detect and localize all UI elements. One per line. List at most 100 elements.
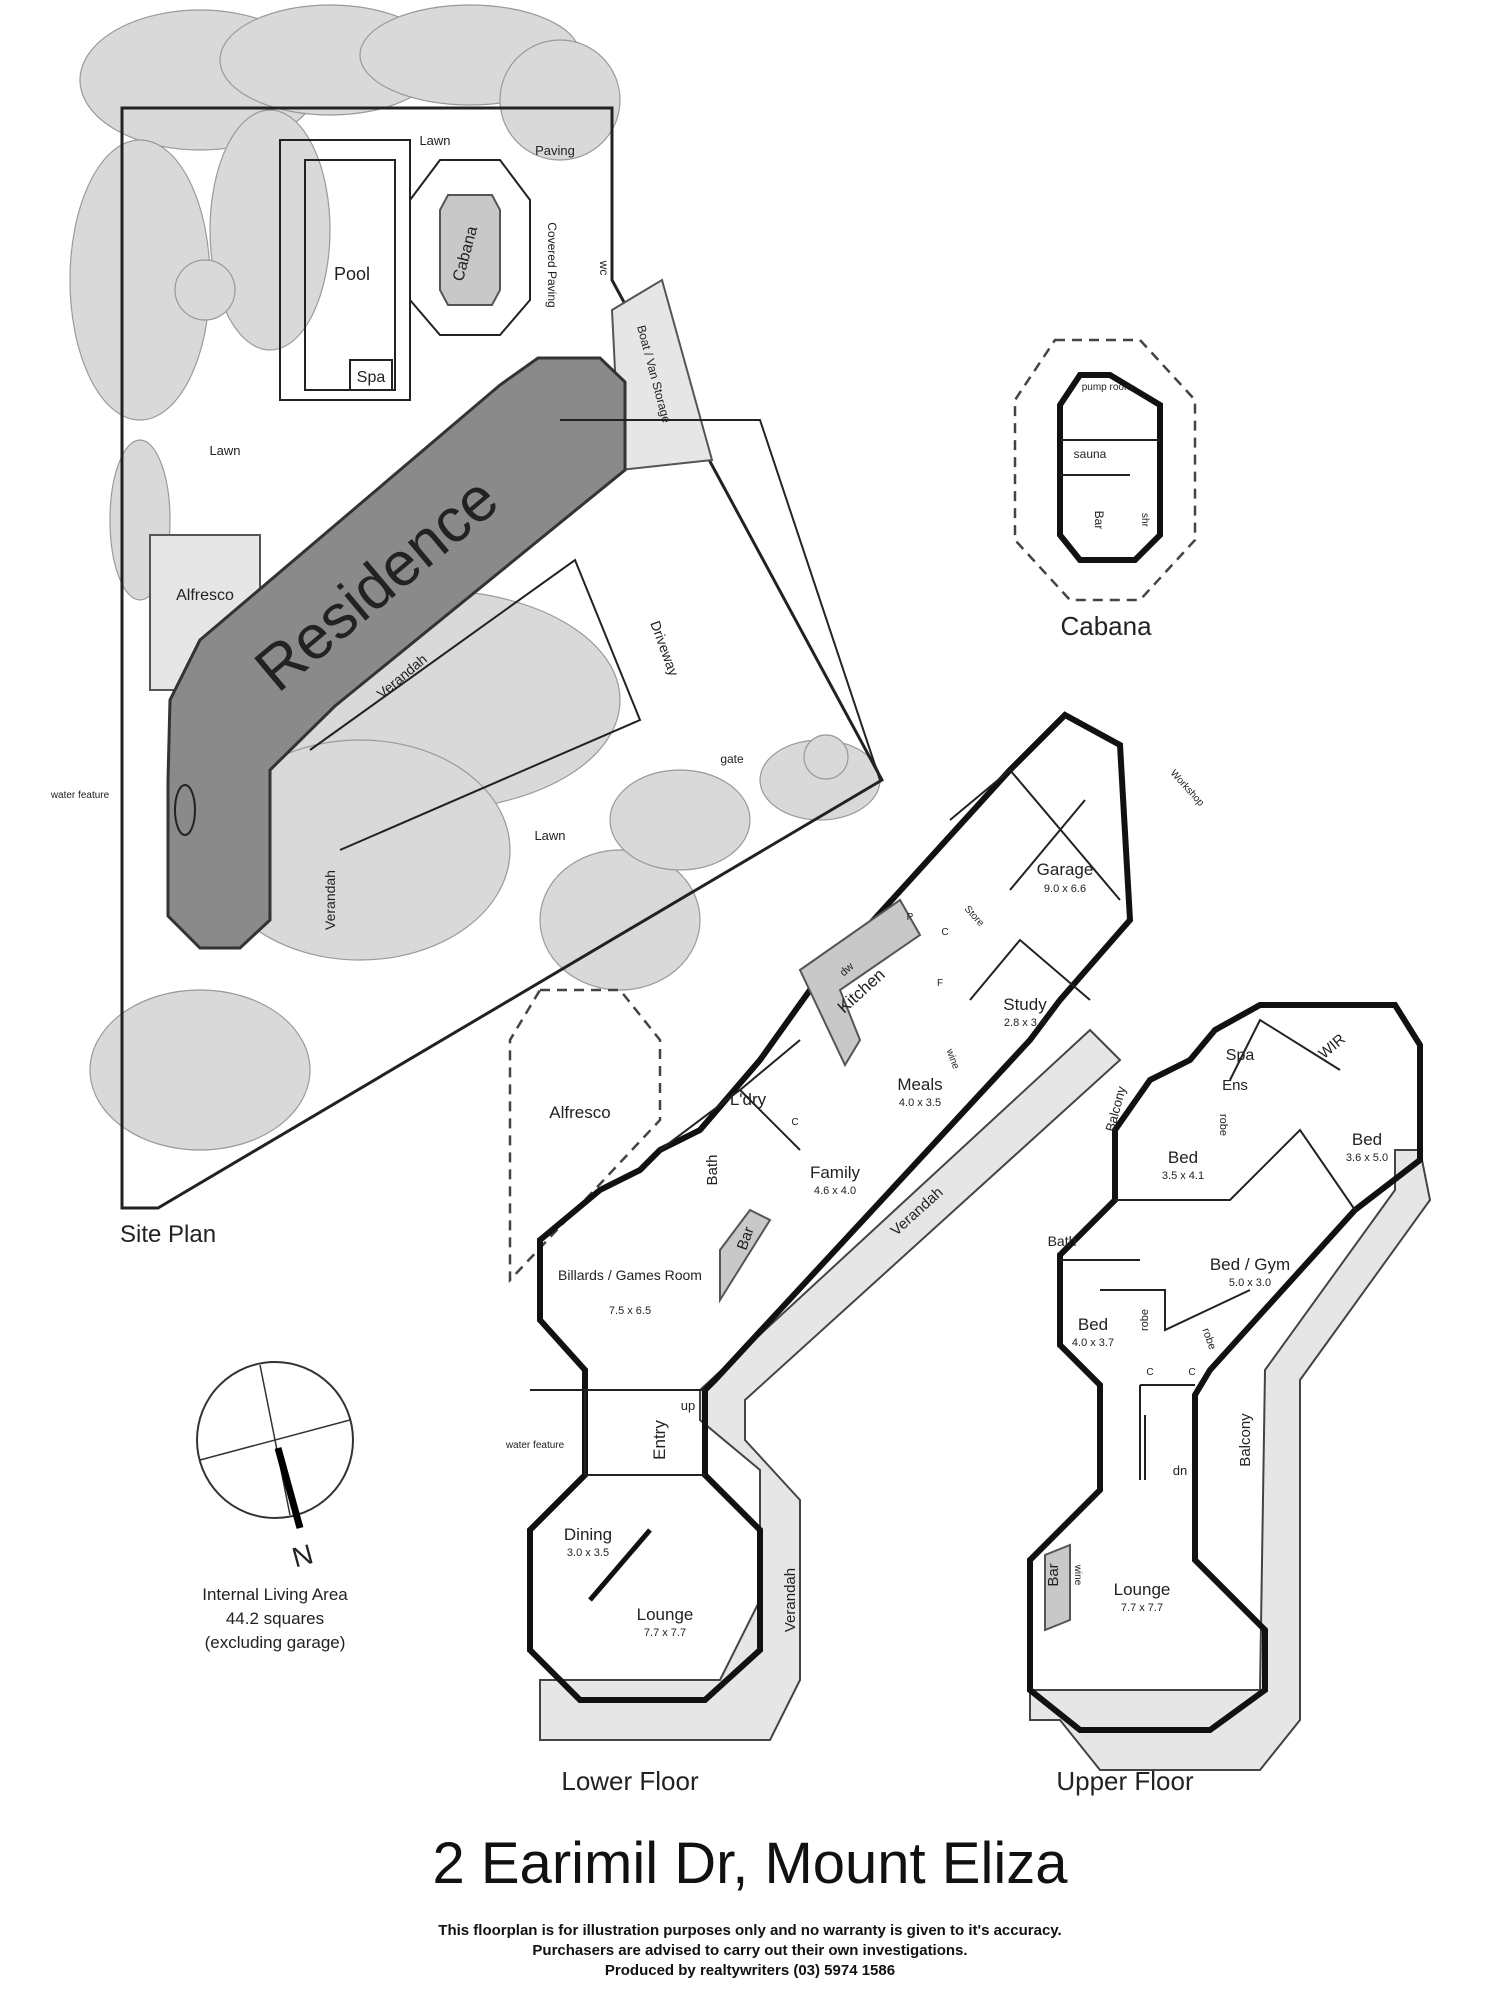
room-bedgym-dims: 5.0 x 3.0 [1229, 1277, 1271, 1289]
living-area-line3: (excluding garage) [205, 1633, 346, 1652]
room-balcony-name: Balcony [1102, 1084, 1129, 1133]
site-label-water-feature: water feature [50, 790, 110, 801]
label-dn: dn [1173, 1463, 1187, 1478]
room-meals-dims: 4.0 x 3.5 [899, 1097, 941, 1109]
room-family-name: Family [810, 1163, 861, 1182]
north-arrow-icon [274, 1447, 304, 1529]
lower-verandah-band [539, 1028, 1122, 1741]
upper-floor-plan: Spa Ens WIR Bed 3.6 x 5.0 Bed 3.5 x 4.1 … [1027, 1002, 1432, 1796]
cabana-site-outline [409, 159, 531, 336]
room-billiards-name: Billards / Games Room [558, 1267, 702, 1283]
room-bar-name: Bar [734, 1225, 758, 1253]
room-bed3-name: Bed [1078, 1315, 1108, 1334]
room-alfresco-name: Alfresco [549, 1103, 610, 1122]
site-plan-title: Site Plan [120, 1221, 216, 1248]
room-workshop-name: Workshop [1168, 768, 1206, 809]
site-label-driveway: Driveway [647, 619, 682, 679]
room-bed2-dims: 3.5 x 4.1 [1162, 1170, 1204, 1182]
room-lounge-dims: 7.7 x 7.7 [644, 1627, 686, 1639]
spa-shape [349, 359, 393, 391]
room-dining-name: Dining [564, 1525, 612, 1544]
label-water-feature-lower: water feature [505, 1440, 565, 1451]
room-bed2-name: Bed [1168, 1148, 1198, 1167]
room-spa-name: Spa [1226, 1047, 1255, 1064]
cabana-walls [1057, 372, 1163, 563]
room-bar-upper-name: Bar [1045, 1563, 1062, 1586]
site-label-gate: gate [720, 752, 744, 766]
label-cupboard-upper-1: C [1146, 1367, 1153, 1378]
room-bed1-dims: 3.6 x 5.0 [1346, 1152, 1388, 1164]
cabana-dashed-outline [1013, 338, 1197, 602]
label-verandah-lower-side: Verandah [782, 1568, 799, 1632]
compass: N [196, 1361, 354, 1573]
produced-by: Produced by realtywriters (03) 5974 1586 [604, 1962, 896, 1979]
site-label-paving: Paving [535, 143, 575, 158]
lower-floor-walls [527, 711, 1134, 1703]
upper-floor-title: Upper Floor [1056, 1766, 1194, 1796]
room-meals-name: Meals [897, 1075, 942, 1094]
residence-footprint [166, 356, 627, 950]
label-wine-lower: wine [943, 1047, 961, 1071]
verandah-site-line [309, 558, 642, 851]
lower-floor-title: Lower Floor [561, 1766, 699, 1796]
cabana-title: Cabana [1060, 611, 1152, 641]
upper-bar-counter [1044, 1543, 1071, 1632]
site-label-lawn-bottom: Lawn [534, 828, 565, 843]
cabana-label-bar: Bar [1092, 511, 1106, 530]
room-entry-name: Entry [650, 1420, 669, 1460]
disclaimer-line-2: Purchasers are advised to carry out thei… [532, 1942, 968, 1959]
site-boundary [120, 106, 885, 1210]
alfresco-dashed-outline [508, 988, 662, 1284]
room-ens-name: Ens [1222, 1077, 1248, 1094]
site-label-lawn-left: Lawn [209, 443, 240, 458]
label-wine-upper: wine [1072, 1564, 1083, 1586]
room-lounge-upper-name: Lounge [1114, 1580, 1171, 1599]
room-family-dims: 4.6 x 4.0 [814, 1185, 856, 1197]
cabana-label-shr: shr [1139, 513, 1150, 528]
lower-floor-plan: Garage 9.0 x 6.6 Workshop Store Study 2.… [505, 711, 1206, 1796]
room-bedgym-name: Bed / Gym [1210, 1255, 1290, 1274]
compass-north-label: N [289, 1538, 317, 1573]
room-garage-name: Garage [1037, 860, 1094, 879]
room-store-name: Store [962, 904, 986, 929]
water-feature-site [174, 784, 196, 836]
property-address: 2 Earimil Dr, Mount Eliza [432, 1831, 1068, 1896]
room-lounge-upper-dims: 7.7 x 7.7 [1121, 1602, 1163, 1614]
label-pantry: P [907, 912, 914, 923]
label-robe-2: robe [1139, 1309, 1151, 1331]
site-plan: Lawn Paving Pool Spa Cabana Covered Pavi… [50, 4, 885, 1248]
room-study-dims: 2.8 x 3.4 [1004, 1017, 1046, 1029]
upper-balcony-band [1029, 1149, 1432, 1771]
site-label-wc: wc [597, 260, 611, 276]
living-area-note: Internal Living Area 44.2 squares (exclu… [202, 1585, 348, 1652]
cabana-site-fill [439, 194, 501, 306]
living-area-line1: Internal Living Area [202, 1585, 348, 1604]
label-up: up [681, 1398, 695, 1413]
room-garage-dims: 9.0 x 6.6 [1044, 883, 1086, 895]
upper-floor-walls [1027, 1002, 1423, 1733]
room-bed3-dims: 4.0 x 3.7 [1072, 1337, 1114, 1349]
label-cupboard: C [941, 927, 948, 938]
room-bed1-name: Bed [1352, 1130, 1382, 1149]
room-bath-upper-name: Bath [1048, 1233, 1077, 1249]
label-cupboard-upper-2: C [1188, 1367, 1195, 1378]
label-fridge: F [937, 978, 943, 989]
room-billiards-dims: 7.5 x 6.5 [609, 1305, 651, 1317]
disclaimer-line-1: This floorplan is for illustration purpo… [438, 1922, 1062, 1939]
site-label-spa: Spa [357, 369, 386, 386]
label-robe-3: robe [1199, 1327, 1218, 1352]
cabana-plan: pump room sauna Bar shr Cabana [1013, 338, 1197, 641]
site-label-alfresco: Alfresco [176, 587, 234, 604]
label-balcony-side: Balcony [1237, 1413, 1254, 1467]
room-dining-dims: 3.0 x 3.5 [567, 1547, 609, 1559]
room-study-name: Study [1003, 995, 1047, 1014]
label-robe-1: robe [1217, 1114, 1229, 1136]
label-ldry-cupboard: C [791, 1117, 798, 1128]
bar-counter [719, 1208, 772, 1304]
living-area-line2: 44.2 squares [226, 1609, 324, 1628]
room-laundry-name: L'dry [730, 1090, 767, 1109]
kitchen-counter [798, 898, 922, 1068]
site-label-pool: Pool [334, 264, 370, 284]
driveway-line [560, 419, 881, 781]
